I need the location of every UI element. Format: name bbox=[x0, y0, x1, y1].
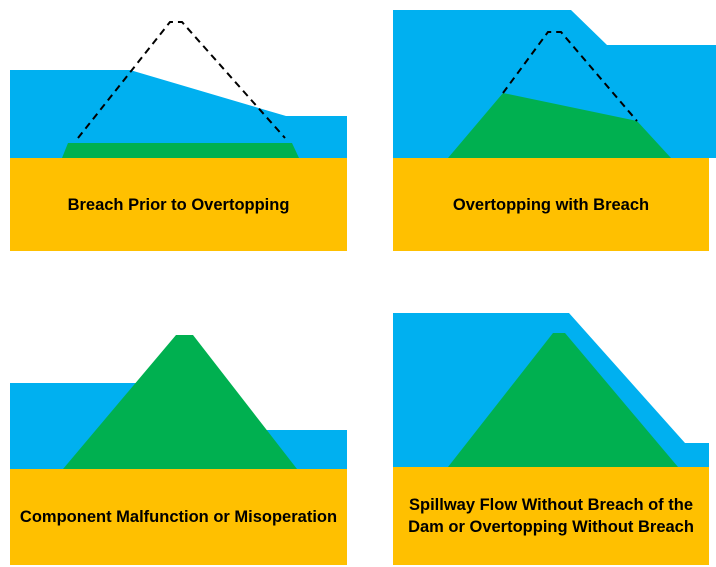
overtopping-breach-diagram bbox=[393, 10, 716, 251]
ground bbox=[10, 158, 347, 251]
dam bbox=[448, 333, 678, 467]
original-dam-outline bbox=[502, 31, 638, 122]
component-malfunction-diagram bbox=[10, 335, 347, 565]
scenario-breach-prior-to-overtopping: Breach Prior to Overtopping bbox=[10, 18, 347, 251]
breached-dam bbox=[448, 93, 671, 158]
breach-prior-diagram bbox=[10, 21, 347, 251]
dam bbox=[63, 335, 297, 469]
caption-spillway-flow: Spillway Flow Without Breach of the Dam … bbox=[408, 496, 694, 536]
caption-component-malfunction: Component Malfunction or Misoperation bbox=[19, 508, 338, 526]
caption-breach-prior-to-overtopping: Breach Prior to Overtopping bbox=[67, 195, 290, 214]
scenario-component-malfunction: Component Malfunction or Misoperation bbox=[10, 333, 347, 565]
ground bbox=[393, 158, 709, 251]
scenario-overtopping-with-breach: Overtopping with Breach bbox=[393, 8, 716, 251]
breached-dam-remnant bbox=[62, 143, 299, 158]
reservoir-water bbox=[10, 70, 347, 158]
scenario-spillway-flow-without-breach: Spillway Flow Without Breach of the Dam … bbox=[393, 313, 709, 565]
ground bbox=[393, 467, 709, 565]
caption-overtopping-with-breach: Overtopping with Breach bbox=[452, 195, 650, 214]
spillway-flow-diagram bbox=[393, 313, 709, 565]
original-dam-outline bbox=[77, 21, 286, 139]
ground bbox=[10, 469, 347, 565]
